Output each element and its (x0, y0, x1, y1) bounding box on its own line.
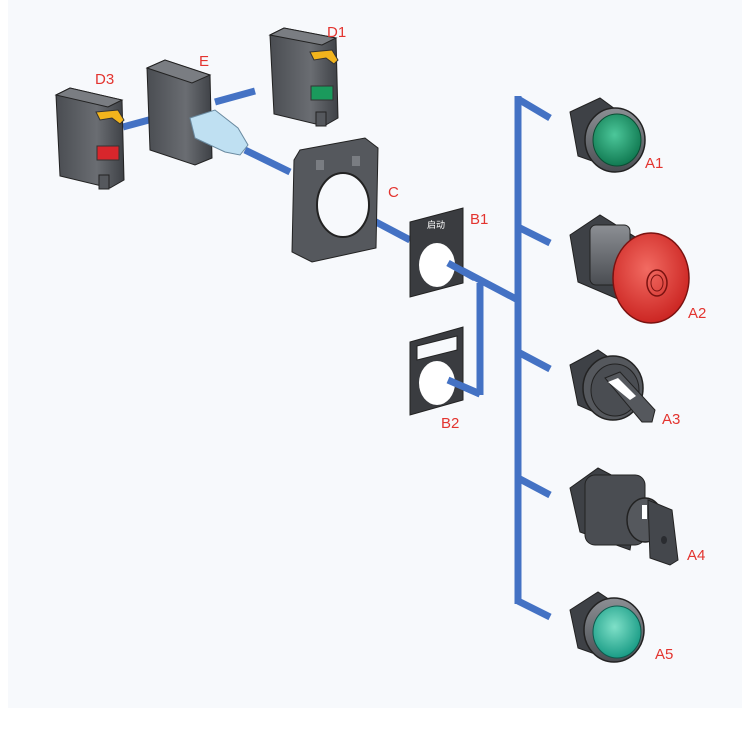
branch-a5 (516, 597, 552, 621)
connector-lines (122, 87, 552, 621)
yellow-clip-icon (309, 49, 339, 65)
label-d3: D3 (95, 71, 114, 88)
light-block-e[interactable]: E (145, 53, 249, 166)
label-d1: D1 (327, 24, 346, 41)
connector-e-c (243, 146, 292, 176)
emergency-stop-a2[interactable]: A2 (569, 214, 706, 324)
label-a5: A5 (655, 646, 673, 663)
illuminated-pushbutton-a5[interactable]: A5 (569, 591, 673, 663)
pushbutton-a1[interactable]: A1 (569, 97, 663, 173)
branch-a2 (516, 223, 552, 247)
label-e: E (199, 53, 209, 70)
branch-a3 (516, 348, 552, 373)
plate-text: 启动 (427, 219, 445, 231)
red-contact-icon (96, 145, 120, 161)
green-contact-icon (310, 85, 334, 101)
selector-switch-a3[interactable]: A3 (569, 349, 680, 428)
label-a1: A1 (645, 155, 663, 172)
label-a4: A4 (687, 547, 705, 564)
contact-block-d1[interactable]: D1 (268, 24, 346, 127)
legend-plate-b2[interactable]: B2 (409, 326, 464, 432)
branch-a4 (516, 474, 552, 499)
key-icon (647, 499, 679, 566)
label-c: C (388, 184, 399, 201)
label-a2: A2 (688, 305, 706, 322)
connector-e-d1 (214, 87, 256, 106)
key-switch-a4[interactable]: A4 (569, 467, 705, 566)
label-b2: B2 (441, 415, 459, 432)
contact-block-d3[interactable]: D3 (54, 71, 125, 190)
label-a3: A3 (662, 411, 680, 428)
light-bulb-icon (189, 109, 249, 156)
label-b1: B1 (470, 211, 488, 228)
branch-a1 (516, 95, 552, 122)
yellow-clip-icon (95, 109, 125, 125)
legend-plate-b1[interactable]: 启动 B1 (409, 207, 488, 298)
mounting-collar-c[interactable]: C (291, 137, 399, 263)
